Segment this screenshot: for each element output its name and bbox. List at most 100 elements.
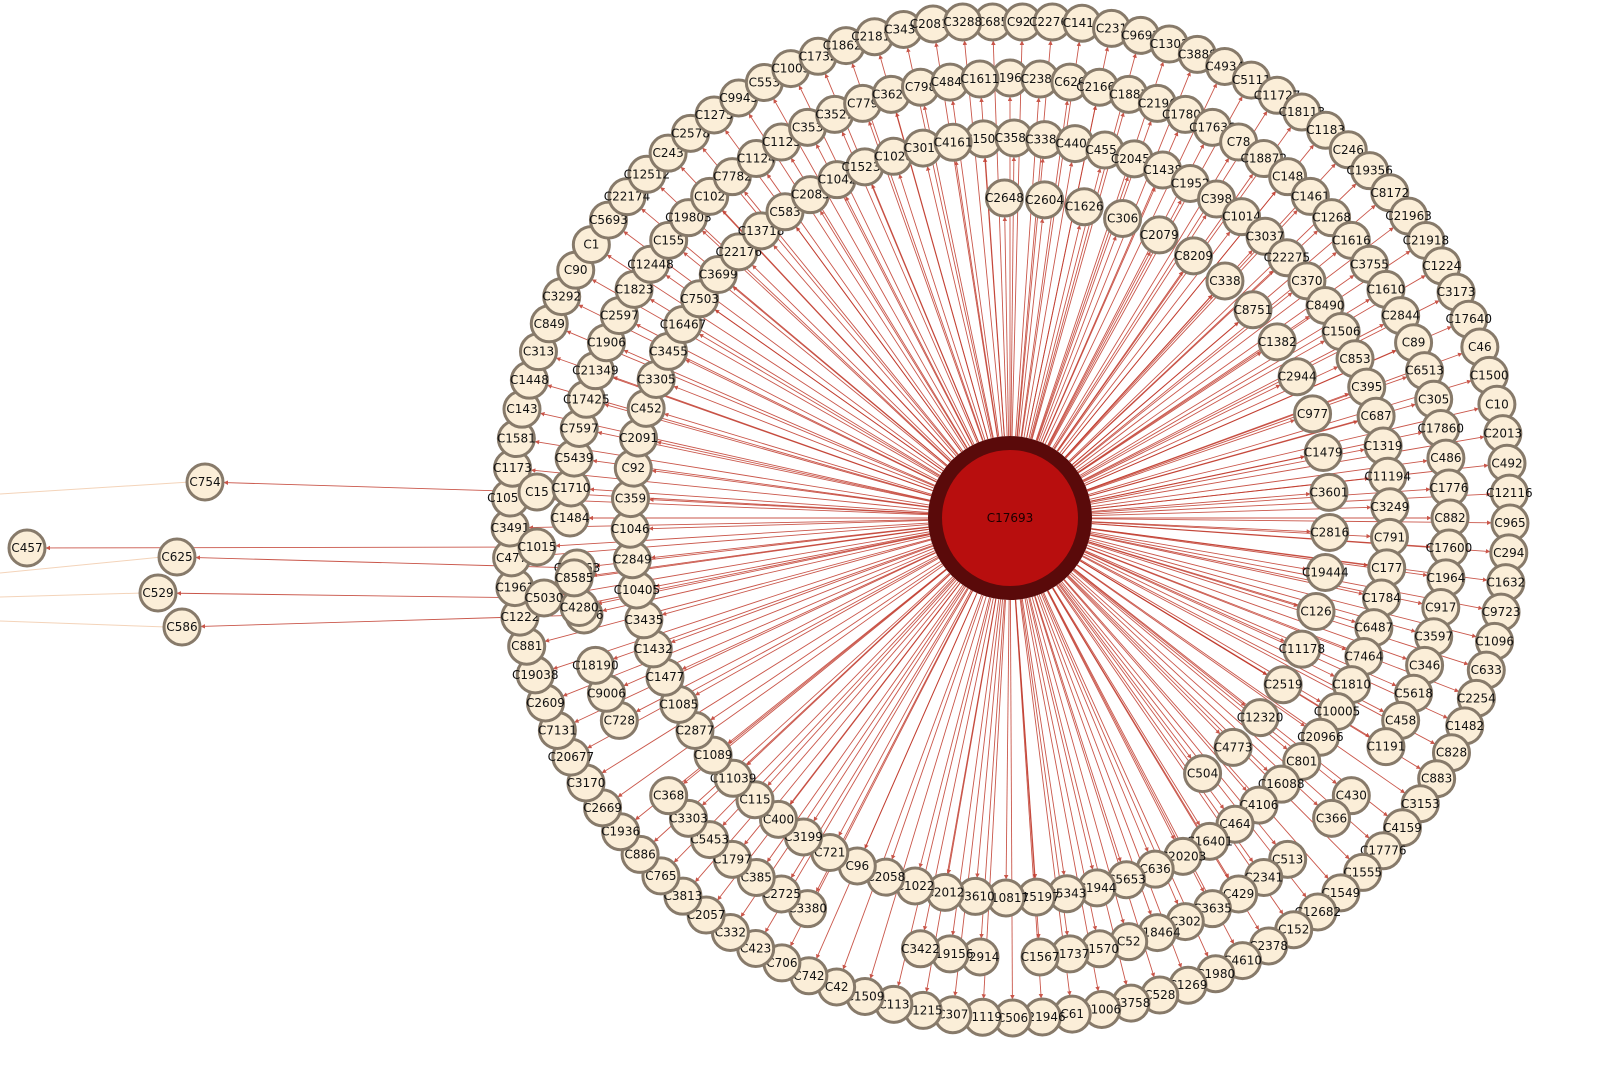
node-c3601[interactable]: C3601	[1309, 472, 1349, 512]
node-c61[interactable]: C61	[1052, 994, 1092, 1034]
node-c3586[interactable]: C3586	[994, 118, 1034, 158]
node-c113[interactable]: C113	[874, 984, 914, 1024]
node-c636[interactable]: C636	[1135, 849, 1175, 889]
node-c2013[interactable]: C2013	[1483, 414, 1523, 454]
node-c4845[interactable]: C4845	[930, 62, 970, 102]
node-c1484[interactable]: C1484	[550, 498, 590, 538]
node-c21664[interactable]: C21664	[1076, 67, 1123, 107]
node-c6513[interactable]: C6513	[1405, 351, 1445, 391]
node-c1626[interactable]: C1626	[1064, 187, 1104, 227]
node-c5030[interactable]: C5030	[524, 578, 564, 618]
node-c1028[interactable]: C1028	[874, 136, 914, 176]
node-c11194[interactable]: C11194	[1364, 456, 1411, 496]
node-c3610[interactable]: C3610	[955, 876, 995, 916]
node-c1415[interactable]: C1415	[1062, 3, 1102, 43]
node-c977[interactable]: C977	[1293, 394, 1333, 434]
node-c5343[interactable]: C5343	[1047, 874, 1087, 914]
node-c3288[interactable]: C3288	[943, 2, 983, 42]
hub-node[interactable]: C17693	[928, 436, 1092, 600]
node-c3422[interactable]: C3422	[900, 929, 940, 969]
node-c1173[interactable]: C1173	[492, 448, 532, 488]
node-c353[interactable]: C353	[788, 107, 828, 147]
node-c1776[interactable]: C1776	[1429, 468, 1469, 508]
node-c338[interactable]: C338	[1205, 261, 1245, 301]
node-c366[interactable]: C366	[1312, 798, 1352, 838]
node-c246[interactable]: C246	[1328, 130, 1368, 170]
node-c1966[interactable]: C1966	[990, 58, 1030, 98]
node-c1500[interactable]: C1500	[1469, 355, 1509, 395]
node-c2944[interactable]: C2944	[1277, 357, 1317, 397]
node-c5653[interactable]: C5653	[1106, 860, 1146, 900]
node-c2519[interactable]: C2519	[1263, 665, 1303, 705]
node-c231[interactable]: C231	[1092, 8, 1132, 48]
node-c19038[interactable]: C19038	[512, 655, 559, 695]
node-c115[interactable]: C115	[735, 780, 775, 820]
node-c17600[interactable]: C17600	[1426, 528, 1473, 568]
node-c368[interactable]: C368	[649, 776, 689, 816]
node-c452[interactable]: C452	[626, 388, 666, 428]
node-c12116[interactable]: C12116	[1486, 473, 1533, 513]
node-c3019[interactable]: C3019	[903, 128, 943, 168]
node-c1784[interactable]: C1784	[1361, 578, 1401, 618]
node-c486[interactable]: C486	[1426, 438, 1466, 478]
node-c3249[interactable]: C3249	[1370, 487, 1410, 527]
node-c586[interactable]: C586	[162, 607, 202, 647]
node-c294[interactable]: C294	[1489, 533, 1529, 573]
node-c3491[interactable]: C3491	[490, 508, 530, 548]
node-c1710[interactable]: C1710	[551, 468, 591, 508]
node-c1737[interactable]: C1737	[1050, 934, 1090, 974]
node-c504[interactable]: C504	[1183, 754, 1223, 794]
node-c1632[interactable]: C1632	[1486, 563, 1526, 603]
node-c1191[interactable]: C1191	[1366, 727, 1406, 767]
node-c2648[interactable]: C2648	[984, 178, 1024, 218]
node-c2388[interactable]: C2388	[1020, 59, 1060, 99]
node-c882[interactable]: C882	[1430, 498, 1470, 538]
node-c3435[interactable]: C3435	[624, 600, 664, 640]
node-c881[interactable]: C881	[507, 626, 547, 666]
node-c687[interactable]: C687	[1356, 396, 1396, 436]
node-c395[interactable]: C395	[1347, 367, 1387, 407]
node-c143[interactable]: C143	[502, 389, 542, 429]
node-c306[interactable]: C306	[1103, 198, 1143, 238]
node-c6487[interactable]: C6487	[1354, 608, 1394, 648]
node-c2079[interactable]: C2079	[1139, 215, 1179, 255]
node-c2604[interactable]: C2604	[1025, 180, 1065, 220]
node-c8751[interactable]: C8751	[1233, 290, 1273, 330]
node-c4161[interactable]: C4161	[933, 122, 973, 162]
node-c8209[interactable]: C8209	[1174, 236, 1214, 276]
node-c20455[interactable]: C20455	[1111, 139, 1158, 179]
node-c4773[interactable]: C4773	[1213, 727, 1253, 767]
node-c2816[interactable]: C2816	[1310, 513, 1350, 553]
node-c754[interactable]: C754	[185, 462, 225, 502]
node-c305[interactable]: C305	[1414, 379, 1454, 419]
node-c965[interactable]: C965	[1490, 503, 1530, 543]
node-c3037[interactable]: C3037	[1245, 216, 1285, 256]
node-c853[interactable]: C853	[1335, 339, 1375, 379]
node-c12320[interactable]: C12320	[1237, 698, 1284, 738]
node-c1567[interactable]: C1567	[1020, 937, 1060, 977]
node-c2914[interactable]: C2914	[960, 937, 1000, 977]
node-c126[interactable]: C126	[1296, 592, 1336, 632]
node-c625[interactable]: C625	[157, 537, 197, 577]
node-c1006[interactable]: C1006	[1082, 990, 1122, 1030]
node-c1611[interactable]: C1611	[960, 59, 1000, 99]
node-c1382[interactable]: C1382	[1257, 322, 1297, 362]
node-c19444[interactable]: C19444	[1302, 552, 1349, 592]
node-c10405[interactable]: C10405	[614, 570, 661, 610]
node-c5439[interactable]: C5439	[554, 438, 594, 478]
node-c1964[interactable]: C1964	[1426, 558, 1466, 598]
node-c1479[interactable]: C1479	[1303, 433, 1343, 473]
node-c8585[interactable]: C8585	[554, 558, 594, 598]
node-c1015[interactable]: C1015	[517, 527, 557, 567]
node-c1119[interactable]: C1119	[963, 997, 1003, 1037]
node-c4403[interactable]: C4403	[1055, 124, 1095, 164]
node-c359[interactable]: C359	[610, 479, 650, 519]
node-c3758[interactable]: C3758	[1111, 983, 1151, 1023]
node-c17425[interactable]: C17425	[563, 379, 610, 419]
node-c457[interactable]: C457	[7, 528, 47, 568]
node-c1096[interactable]: C1096	[1475, 621, 1515, 661]
node-c529[interactable]: C529	[138, 573, 178, 613]
node-c18190[interactable]: C18190	[572, 645, 619, 685]
node-c1042[interactable]: C1042	[817, 160, 857, 200]
node-c15[interactable]: C15	[517, 472, 557, 512]
